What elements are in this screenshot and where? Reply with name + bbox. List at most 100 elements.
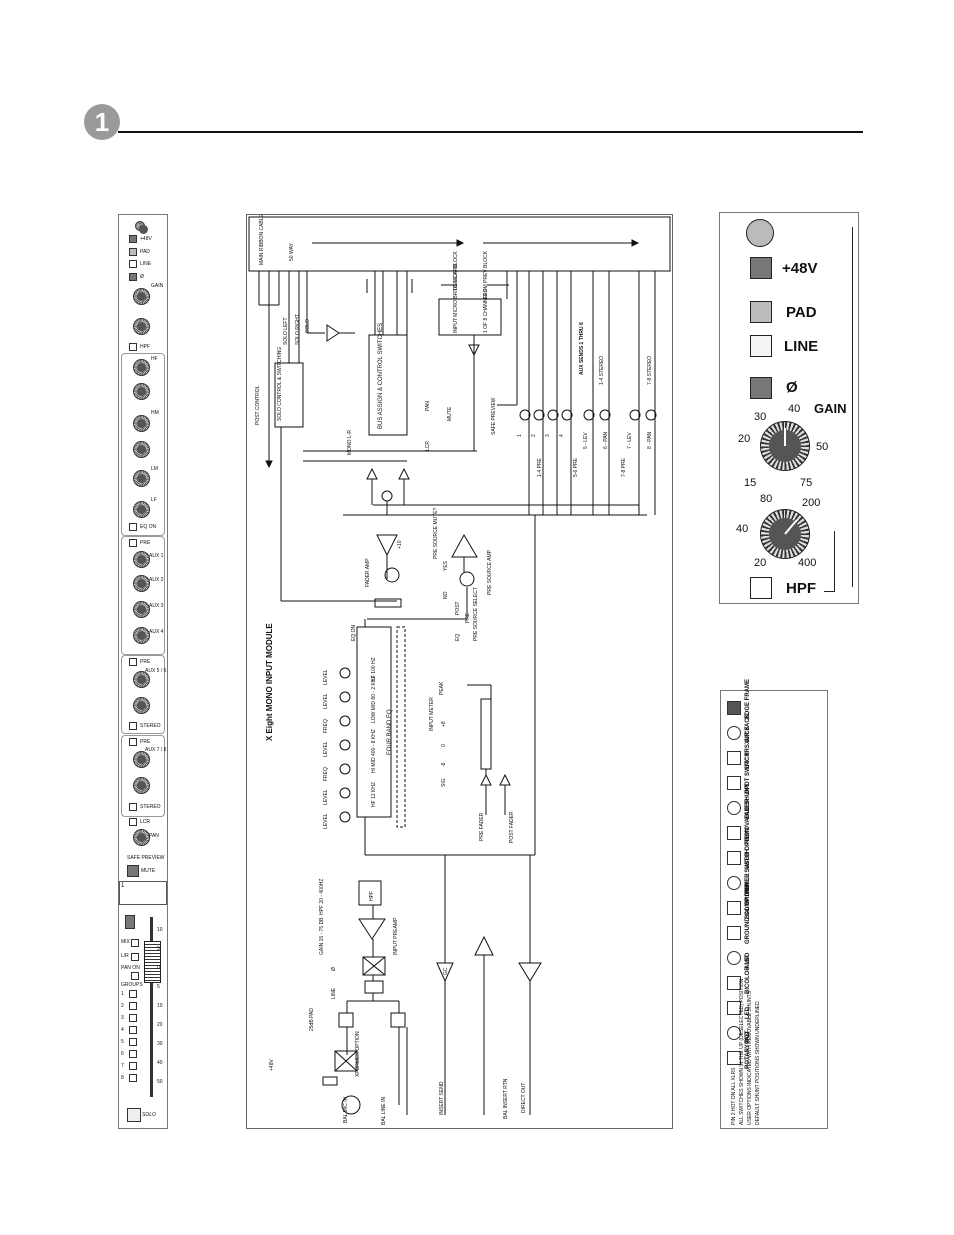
aux78-pre-switch[interactable]: [129, 738, 137, 746]
aux6-pan-knob[interactable]: [133, 697, 150, 714]
phantom-label: +48V: [782, 260, 818, 277]
trim-screw-icon: [135, 221, 148, 234]
group-switch[interactable]: [129, 1014, 137, 1022]
hpf-switch[interactable]: [750, 577, 772, 599]
aux-send-pot: [533, 409, 545, 421]
hpf-bracket: [834, 531, 835, 591]
lcr-switch[interactable]: [129, 818, 137, 826]
block-diagram: MAIN RIBBON CABLE 50 WAY SOLO LEFT SOLO …: [246, 214, 673, 1129]
aux7-knob[interactable]: [133, 751, 150, 768]
legend-symbol: [727, 801, 741, 815]
gain-knob[interactable]: [133, 288, 150, 305]
aux2-knob[interactable]: [133, 575, 150, 592]
lcr-label: LCR: [140, 819, 151, 825]
aux-send-pot: [645, 409, 657, 421]
legend-symbol: [727, 726, 741, 740]
eq-on-label: EQ ON: [351, 624, 357, 641]
post-fader-label: POST FADER: [509, 811, 515, 843]
phantom-switch[interactable]: [129, 235, 137, 243]
mix-switch[interactable]: [131, 939, 139, 947]
legend-symbol: [727, 751, 741, 765]
plus10-label: +10: [397, 540, 403, 549]
pre-label: PRE: [465, 612, 471, 623]
aux56-stereo-label: STEREO: [140, 723, 161, 729]
solo-switch[interactable]: [127, 1108, 141, 1122]
aux5-knob[interactable]: [133, 671, 150, 688]
aux14-pre-switch[interactable]: [129, 539, 137, 547]
aux4-knob[interactable]: [133, 627, 150, 644]
legend-symbol: [727, 701, 741, 715]
fader-scale-mark: 10: [157, 1003, 163, 1009]
aux1-knob[interactable]: [133, 551, 150, 568]
hm-gain-knob[interactable]: [133, 415, 150, 432]
phase-switch[interactable]: [129, 273, 137, 281]
pad-switch[interactable]: [129, 248, 137, 256]
channel-strip: +48V PAD LINE Ø GAIN HPF HF HM LM LF EQ …: [118, 214, 168, 1129]
aux8-pan-knob[interactable]: [133, 777, 150, 794]
pan-on-switch[interactable]: [131, 972, 139, 980]
aux-sends-label: AUX SENDS 1 THRU 8: [579, 322, 585, 375]
hpf-knob[interactable]: [760, 509, 810, 559]
fader-scale-mark: 5: [157, 946, 160, 952]
trim-screw-icon: [746, 219, 774, 247]
lf-gain-knob[interactable]: [133, 501, 150, 518]
group-switch[interactable]: [129, 1062, 137, 1070]
pre-source-select-label: PRE SOURCE SELECT: [473, 587, 479, 641]
group-switch[interactable]: [129, 1050, 137, 1058]
group-switch[interactable]: [129, 1002, 137, 1010]
aux-number-label: 4: [559, 434, 565, 437]
solo-left-label: SOLO LEFT: [283, 317, 289, 345]
legend-symbol: [727, 901, 741, 915]
eq-on-switch[interactable]: [129, 523, 137, 531]
fader-cap[interactable]: [144, 941, 161, 983]
group-switch[interactable]: [129, 1026, 137, 1034]
lm-gain-knob[interactable]: [133, 470, 150, 487]
group-switch[interactable]: [129, 1074, 137, 1082]
line-switch[interactable]: [750, 335, 772, 357]
hf-gain-knob[interactable]: [133, 359, 150, 376]
hpf-switch[interactable]: [129, 343, 137, 351]
lm-freq-knob[interactable]: [133, 441, 150, 458]
aux78-pre-label: PRE: [140, 739, 151, 745]
phantom-switch[interactable]: [750, 257, 772, 279]
aux-send-pot: [547, 409, 559, 421]
aux3-knob[interactable]: [133, 601, 150, 618]
hpf-knob[interactable]: [133, 318, 150, 335]
aux14-stereo-label: 1-4 STEREO: [599, 355, 605, 385]
pre-source-mute-label: PRE SOURCE MUTE?: [433, 507, 439, 559]
phase-switch[interactable]: [750, 377, 772, 399]
line-switch[interactable]: [129, 260, 137, 268]
bal-line-in-label: BAL LINE IN: [381, 1096, 387, 1125]
aux78-section: [121, 735, 165, 817]
group-switch[interactable]: [129, 1038, 137, 1046]
aux4-label: AUX 4: [149, 629, 164, 635]
aux-pre-78-label: 7-8 PRE: [621, 458, 627, 477]
aux78-stereo-switch[interactable]: [129, 803, 137, 811]
pre-fader-label: PRE FADER: [479, 812, 485, 841]
aux56-label: AUX 5 / 6: [145, 668, 167, 674]
aux3-label: AUX 3: [149, 603, 164, 609]
gain-knob[interactable]: [760, 421, 810, 471]
solo-right-label: SOLO RIGHT: [295, 314, 301, 345]
eq-pot: [339, 691, 351, 703]
phase-label: Ø: [331, 967, 337, 971]
eq-knob-label: LEVEL: [323, 813, 329, 829]
fader-scale-mark: 20: [157, 1022, 163, 1028]
band-hf-label: HF 12 KHZ: [371, 781, 377, 807]
hm-freq-knob[interactable]: [133, 383, 150, 400]
scribble-strip: [119, 881, 167, 905]
bal-insert-rtn-label: BAL INSERT RTN: [503, 1078, 509, 1119]
legend-label: GROUND COMP DRIVER: [745, 873, 751, 944]
aux56-pre-switch[interactable]: [129, 658, 137, 666]
line-label: LINE: [784, 338, 819, 355]
gain-scale-mark: 30: [754, 411, 767, 423]
aux56-stereo-switch[interactable]: [129, 722, 137, 730]
aux56-pre-label: PRE: [140, 659, 151, 665]
mute-switch[interactable]: [127, 865, 139, 877]
pad-switch[interactable]: [750, 301, 772, 323]
lr-switch[interactable]: [131, 953, 139, 961]
group-number: 2: [121, 1003, 124, 1009]
mute-label: MUTE: [141, 868, 156, 874]
group-switch[interactable]: [129, 990, 137, 998]
pan-knob[interactable]: [133, 829, 150, 846]
